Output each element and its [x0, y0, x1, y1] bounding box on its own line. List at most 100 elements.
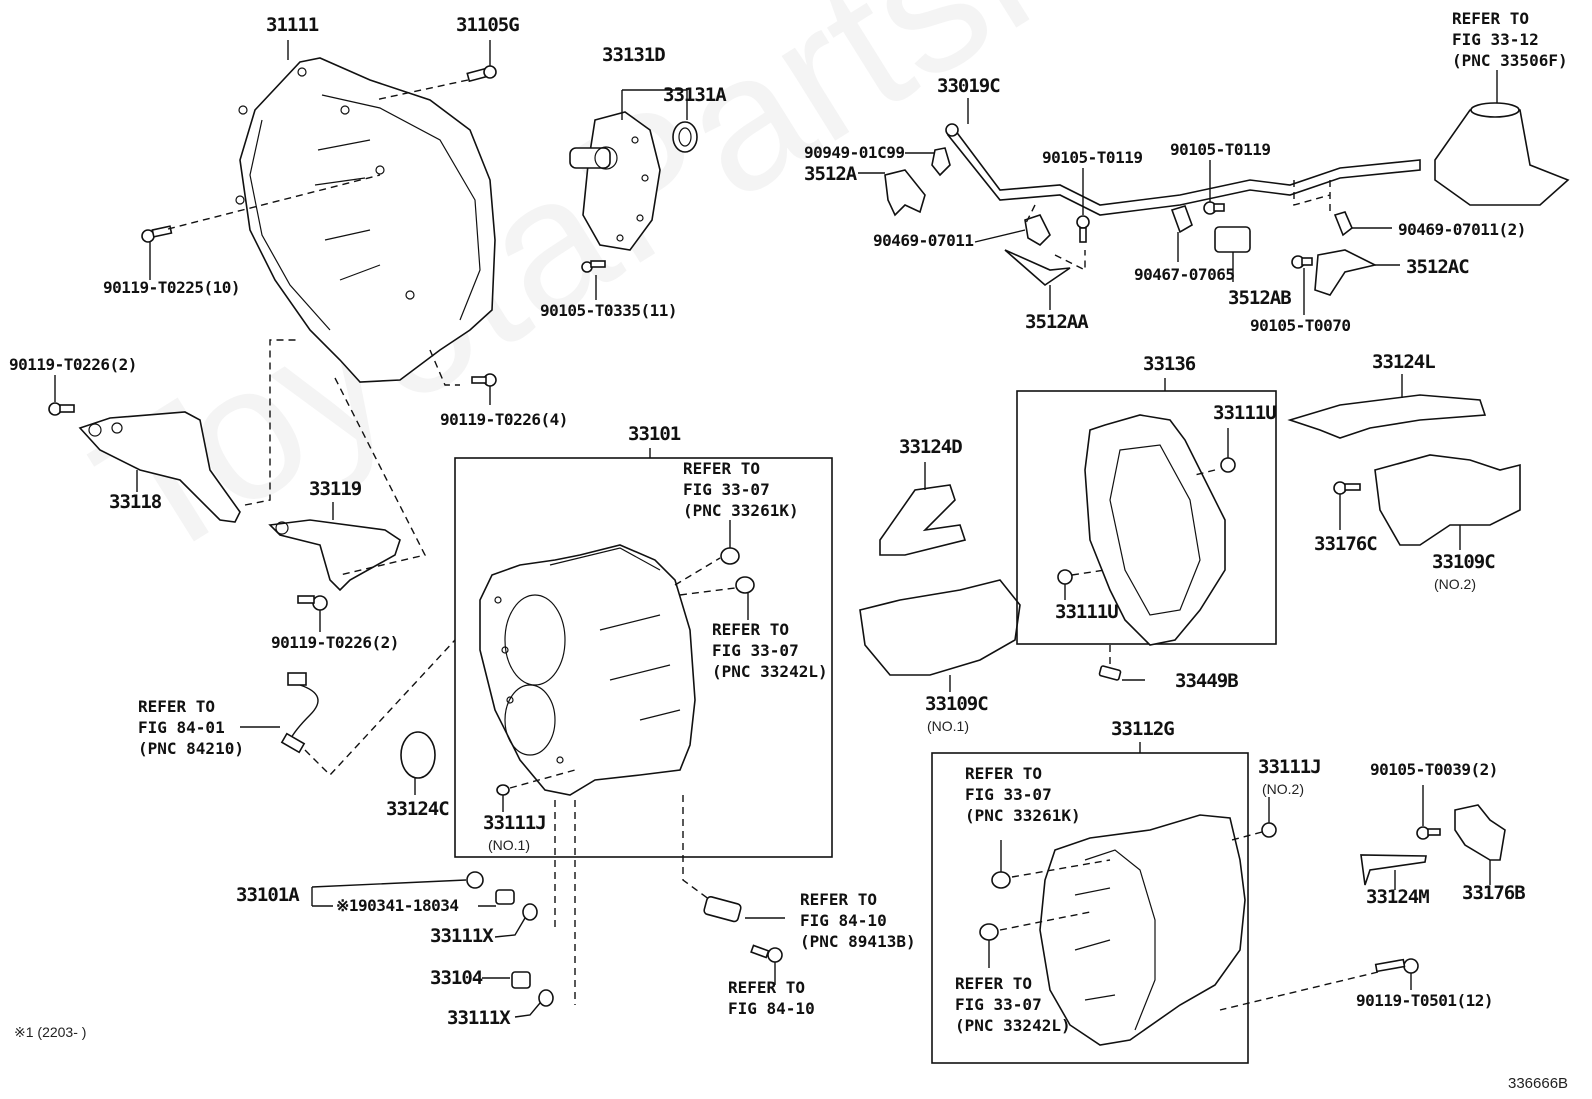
part-label-33111U-b[interactable]: 33111U: [1055, 601, 1119, 623]
bracket-33118-drawing: [78, 411, 241, 523]
part-label-90119-T0225[interactable]: 90119-T0225(10): [103, 278, 241, 297]
part-label-33124L[interactable]: 33124L: [1372, 351, 1436, 373]
part-label-33111X-b[interactable]: 33111X: [447, 1007, 511, 1029]
bolt-90105-T0070-drawing: [1291, 255, 1313, 269]
group-box-33136-drawing: [1016, 390, 1277, 645]
plug-33111J-2-drawing: [1261, 822, 1277, 838]
dowel-33261K-drawing: [720, 547, 740, 565]
group-label-33101[interactable]: 33101: [628, 423, 681, 445]
bolt-90119-T0226-4-drawing: [471, 373, 497, 387]
refer-note-fig84-10[interactable]: REFER TO FIG 84-10: [728, 978, 815, 1018]
part-label-33124D[interactable]: 33124D: [899, 436, 963, 458]
part-label-33176B[interactable]: 33176B: [1462, 882, 1526, 904]
sensor-89413B-drawing: [703, 896, 742, 923]
bracket-3512AA-drawing: [1004, 249, 1071, 287]
part-label-90105-T0335[interactable]: 90105-T0335(11): [540, 301, 678, 320]
part-label-90949-01C99[interactable]: 90949-01C99: [804, 143, 905, 162]
footnote: ※1 (2203- ): [14, 1024, 87, 1040]
part-label-3512AA[interactable]: 3512AA: [1025, 311, 1089, 333]
transmission-case-33101-drawing: [479, 544, 696, 796]
part-label-33131D[interactable]: 33131D: [602, 44, 666, 66]
part-label-90105-T0070[interactable]: 90105-T0070: [1250, 316, 1351, 335]
part-label-90105-T0039[interactable]: 90105-T0039(2): [1370, 760, 1498, 779]
bearing-retainer-33131D-drawing: [569, 111, 661, 251]
shift-rod-33019C-drawing: [946, 128, 1421, 216]
refer-note-fig33-07-33242L-bottom[interactable]: REFER TO FIG 33-07 (PNC 33242L): [955, 974, 1071, 1035]
extension-housing-33112G-drawing: [1039, 814, 1246, 1046]
part-label-31111[interactable]: 31111: [266, 14, 319, 36]
part-label-90469-07011[interactable]: 90469-07011: [873, 231, 974, 250]
figure-id: 336666B: [1508, 1075, 1569, 1092]
bracket-33119-drawing: [268, 519, 401, 592]
part-label-33449B[interactable]: 33449B: [1175, 670, 1239, 692]
bolt-31105G-drawing: [466, 65, 497, 83]
part-label-33118[interactable]: 33118: [109, 491, 162, 513]
part-label-90469-07011-2[interactable]: 90469-07011(2): [1398, 220, 1526, 239]
part-label-33124C[interactable]: 33124C: [386, 798, 450, 820]
extension-housing-plate-33136-drawing: [1084, 414, 1226, 646]
refer-note-fig84-10-89413B[interactable]: REFER TO FIG 84-10 (PNC 89413B): [800, 890, 916, 951]
shift-lever-housing-drawing: [1434, 102, 1570, 206]
part-sublabel-33109C-2: (NO.2): [1434, 576, 1476, 592]
cover-33176B-drawing: [1454, 804, 1506, 861]
bracket-3512AB-drawing: [1214, 226, 1251, 253]
bracket-33124M-drawing: [1360, 854, 1427, 886]
part-label-3512AB[interactable]: 3512AB: [1228, 287, 1292, 309]
clip-90469-07011-2-drawing: [1333, 211, 1353, 237]
part-label-33131A[interactable]: 33131A: [663, 84, 727, 106]
plug-33111U-a-drawing: [1220, 457, 1236, 473]
clip-90949-01C99-drawing: [931, 147, 951, 177]
refer-note-fig33-07-33261K-top[interactable]: REFER TO FIG 33-07 (PNC 33261K): [683, 459, 799, 520]
part-label-33101A[interactable]: 33101A: [236, 884, 300, 906]
part-label-90119-T0501[interactable]: 90119-T0501(12): [1356, 991, 1494, 1010]
cover-33124D-drawing: [879, 484, 967, 556]
part-label-31105G[interactable]: 31105G: [456, 14, 520, 36]
bolt-90119-T0225-drawing: [141, 225, 173, 243]
gasket-33101A-drawing: [466, 871, 484, 889]
part-label-33111U-a[interactable]: 33111U: [1213, 402, 1277, 424]
oil-seal-33131A-drawing: [672, 121, 698, 153]
group-label-33136[interactable]: 33136: [1143, 353, 1196, 375]
part-label-33119[interactable]: 33119: [309, 478, 362, 500]
part-label-90341-18034[interactable]: ※190341-18034: [336, 896, 459, 915]
part-label-90119-T0226-2a[interactable]: 90119-T0226(2): [9, 355, 137, 374]
clutch-housing-31111-drawing: [235, 57, 496, 383]
part-label-33111J-1[interactable]: 33111J: [483, 812, 547, 834]
part-label-90105-T0119-b[interactable]: 90105-T0119: [1170, 140, 1271, 159]
bolt-90105-T0335-drawing: [581, 260, 606, 273]
cover-33124L-drawing: [1287, 394, 1487, 439]
gasket-33111X-a-drawing: [522, 903, 538, 921]
part-label-3512AC[interactable]: 3512AC: [1406, 256, 1470, 278]
bolt-fig84-10-drawing: [750, 944, 783, 963]
part-label-90119-T0226-4[interactable]: 90119-T0226(4): [440, 410, 568, 429]
part-label-33019C[interactable]: 33019C: [937, 75, 1001, 97]
bolt-90105-T0119-b-drawing: [1203, 201, 1225, 215]
part-label-90119-T0226-2b[interactable]: 90119-T0226(2): [271, 633, 399, 652]
part-label-33111J-2[interactable]: 33111J: [1258, 756, 1322, 778]
sensor-84210-drawing: [280, 672, 319, 754]
bracket-3512A-drawing: [884, 169, 926, 217]
part-label-3512A[interactable]: 3512A: [804, 163, 857, 185]
group-box-33101-drawing: [454, 457, 833, 858]
part-label-33104[interactable]: 33104: [430, 967, 483, 989]
part-label-90105-T0119-a[interactable]: 90105-T0119: [1042, 148, 1143, 167]
refer-note-fig84-01[interactable]: REFER TO FIG 84-01 (PNC 84210): [138, 697, 244, 758]
plug-90341-18034-drawing: [495, 889, 515, 905]
part-label-33109C-2[interactable]: 33109C: [1432, 551, 1496, 573]
part-label-90467-07065[interactable]: 90467-07065: [1134, 265, 1235, 284]
part-label-33111X-a[interactable]: 33111X: [430, 925, 494, 947]
refer-note-fig33-07-33261K-bottom[interactable]: REFER TO FIG 33-07 (PNC 33261K): [965, 764, 1081, 825]
dowel-33242L-drawing: [735, 576, 755, 594]
refer-note-fig33-12[interactable]: REFER TO FIG 33-12 (PNC 33506F): [1452, 9, 1568, 70]
bolt-90119-T0226-2a-drawing: [48, 402, 75, 416]
part-sublabel-33109C-1: (NO.1): [927, 718, 969, 734]
group-label-33112G[interactable]: 33112G: [1111, 718, 1175, 740]
part-sublabel-33111J-2: (NO.2): [1262, 781, 1304, 797]
part-label-33109C-1[interactable]: 33109C: [925, 693, 989, 715]
refer-note-fig33-07-33242L-top[interactable]: REFER TO FIG 33-07 (PNC 33242L): [712, 620, 828, 681]
part-label-33176C[interactable]: 33176C: [1314, 533, 1378, 555]
part-label-33124M[interactable]: 33124M: [1366, 886, 1430, 908]
bolt-90119-T0501-drawing: [1374, 958, 1419, 974]
dowel-33261K-bot-drawing: [991, 871, 1011, 889]
